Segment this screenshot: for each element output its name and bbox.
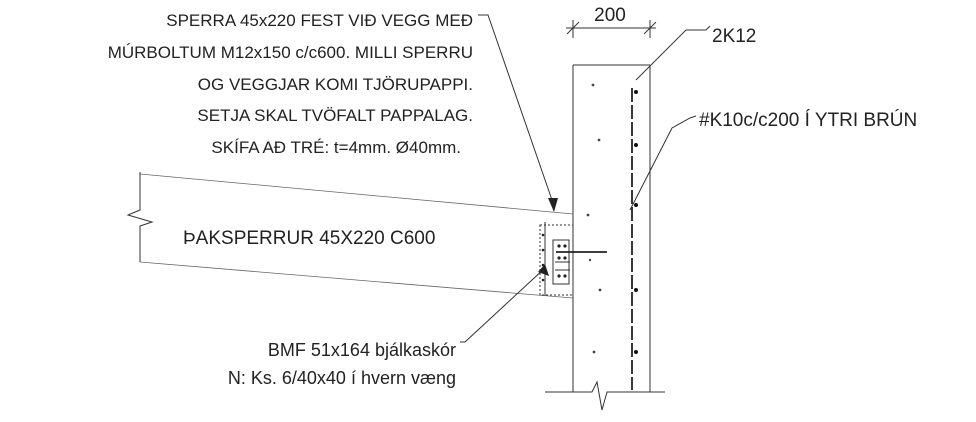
rebar-2k12-callout: 2K12 [635,25,756,81]
rafter-label: ÞAKSPERRUR 45X220 C600 [183,228,435,249]
hanger-line-2: N: Ks. 6/40x40 í hvern væng [228,368,456,388]
rafter: ÞAKSPERRUR 45X220 C600 [126,172,574,299]
joist-hanger [539,222,607,296]
note-line-1: SPERRA 45x220 FEST VIÐ VEGG MEÐ [166,11,473,30]
fastening-note: SPERRA 45x220 FEST VIÐ VEGG MEÐ MÚRBOLTU… [108,11,558,212]
hanger-line-1: BMF 51x164 bjálkaskór [268,340,456,360]
note-line-2: MÚRBOLTUM M12x150 c/c600. MILLI SPERRU [108,43,473,62]
mesh-callout: #K10c/c200 Í YTRI BRÚN [629,109,917,211]
mesh-label: #K10c/c200 Í YTRI BRÚN [699,109,917,131]
wall-rebar [631,88,638,390]
rebar-2k12-label: 2K12 [712,26,756,47]
note-line-4: SETJA SKAL TVÖFALT PAPPALAG. [197,106,473,125]
note-line-3: OG VEGGJAR KOMI TJÖRUPAPPI. [198,75,473,94]
hanger-callout: BMF 51x164 bjálkaskór N: Ks. 6/40x40 í h… [228,264,549,388]
dimension-label: 200 [594,5,626,26]
dimension-200: 200 [566,5,657,38]
concrete-wall [545,64,665,411]
note-line-5: SKÍFA AÐ TRÉ: t=4mm. Ø40mm. [211,138,461,157]
